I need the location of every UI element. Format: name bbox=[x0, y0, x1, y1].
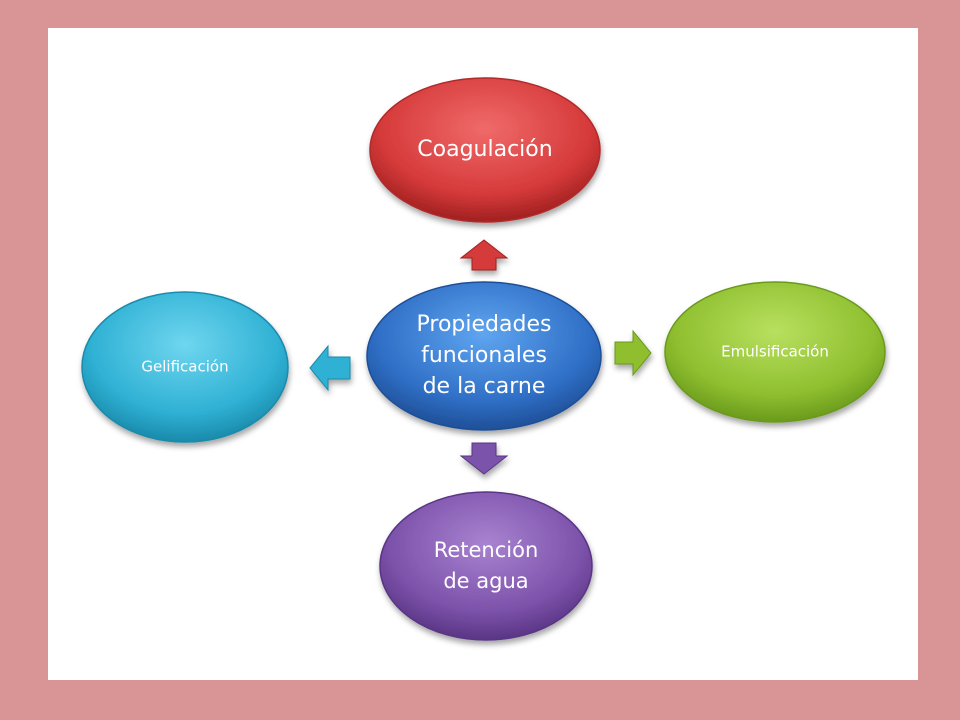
center-label-line2: funcionales bbox=[421, 343, 547, 368]
center-label-line3: de la carne bbox=[423, 374, 546, 399]
arrow-right-icon bbox=[614, 329, 652, 377]
node-gelificacion-label: Gelificación bbox=[141, 358, 228, 376]
arrow-up-icon bbox=[459, 239, 509, 271]
node-retencion-label-line2: de agua bbox=[443, 569, 528, 593]
node-emulsificacion-label: Emulsificación bbox=[721, 343, 829, 361]
node-retencion-label-line1: Retención bbox=[434, 538, 539, 562]
node-retencion: Retención de agua bbox=[379, 491, 593, 641]
node-gelificacion: Gelificación bbox=[81, 291, 289, 443]
node-coagulacion: Coagulación bbox=[369, 77, 601, 223]
node-center: Propiedades funcionales de la carne bbox=[366, 281, 602, 431]
center-label-line1: Propiedades bbox=[417, 312, 552, 337]
node-coagulacion-label: Coagulación bbox=[417, 137, 552, 162]
arrow-left-icon bbox=[309, 344, 351, 392]
arrow-down-icon bbox=[459, 442, 509, 475]
node-emulsificacion: Emulsificación bbox=[664, 281, 886, 423]
